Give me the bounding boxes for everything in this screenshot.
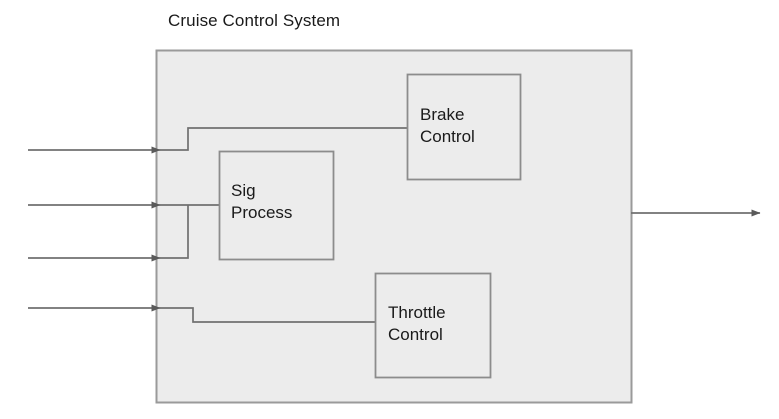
block-throttle-control bbox=[374, 272, 492, 379]
block-label-sig-process: Sig Process bbox=[231, 181, 293, 222]
block-label-throttle-control: Throttle Control bbox=[388, 303, 446, 344]
block-brake-control bbox=[406, 73, 522, 181]
wire-input1-to-brake bbox=[160, 127, 407, 151]
block-label-brake-control: Brake Control bbox=[420, 105, 475, 146]
block-sig-process bbox=[218, 150, 335, 261]
wire-input4-to-throttle bbox=[160, 307, 375, 323]
system-title: Cruise Control System bbox=[168, 11, 341, 30]
wire-input3-to-sig bbox=[160, 205, 189, 259]
